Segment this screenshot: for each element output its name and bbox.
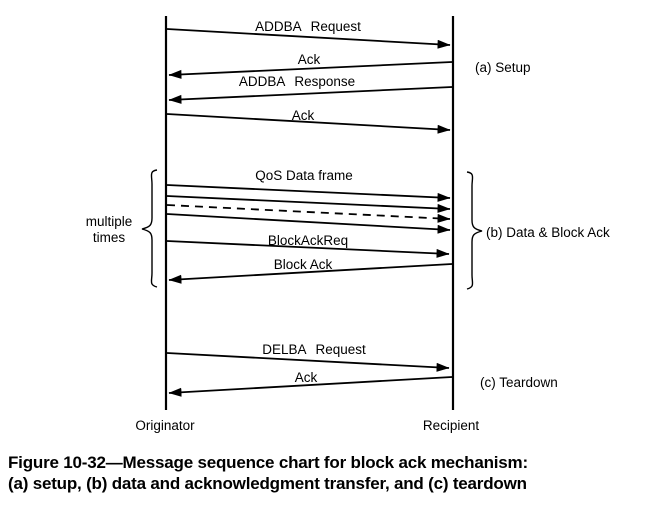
addba-request-arrow [166,28,451,49]
figure-caption-line2: (a) setup, (b) data and acknowledgment t… [8,474,527,493]
block-ack-label: Block Ack [274,257,333,272]
block-ack-req-label: BlockAckReq [268,233,348,248]
addba-response-arrow [168,86,453,104]
originator-label: Originator [135,418,195,433]
figure-caption: Figure 10-32—Message sequence chart for … [8,452,648,494]
multiple-times-right-brace [466,171,483,290]
delba-request-arrow [166,352,450,372]
qos-data-repeat-ellipsis-arrow [166,204,451,223]
recipient-label: Recipient [423,418,480,433]
figure-caption-line1: Figure 10-32—Message sequence chart for … [8,453,528,472]
ack-setup-1-arrow [168,61,453,79]
qos-data-repeat-1-arrow [166,195,451,213]
section-label-data-block-ack: (b) Data & Block Ack [486,225,610,240]
addba-request-label: ADDBA Request [255,19,361,34]
section-label-setup: (a) Setup [475,60,531,75]
message-sequence-chart: ADDBA Request Ack ADDBA Response Ack QoS… [86,16,610,433]
repeat-annotation-line1: multiple [86,214,133,229]
delba-request-label: DELBA Request [262,342,366,357]
ack-setup-1-label: Ack [298,52,321,67]
ack-teardown-label: Ack [295,370,318,385]
multiple-times-left-brace [141,169,158,288]
repeat-annotation-line2: times [93,230,126,245]
ack-setup-2-label: Ack [292,108,315,123]
ack-setup-2-arrow [166,113,451,134]
qos-data-frame-label: QoS Data frame [255,168,353,183]
ack-teardown-arrow [168,376,453,397]
qos-data-frame-arrow [166,184,451,202]
addba-response-label: ADDBA Response [239,74,355,89]
block-ack-req-arrow [166,240,450,258]
qos-data-repeat-2-arrow [166,213,451,234]
block-ack-arrow [168,263,453,284]
section-label-teardown: (c) Teardown [480,375,558,390]
